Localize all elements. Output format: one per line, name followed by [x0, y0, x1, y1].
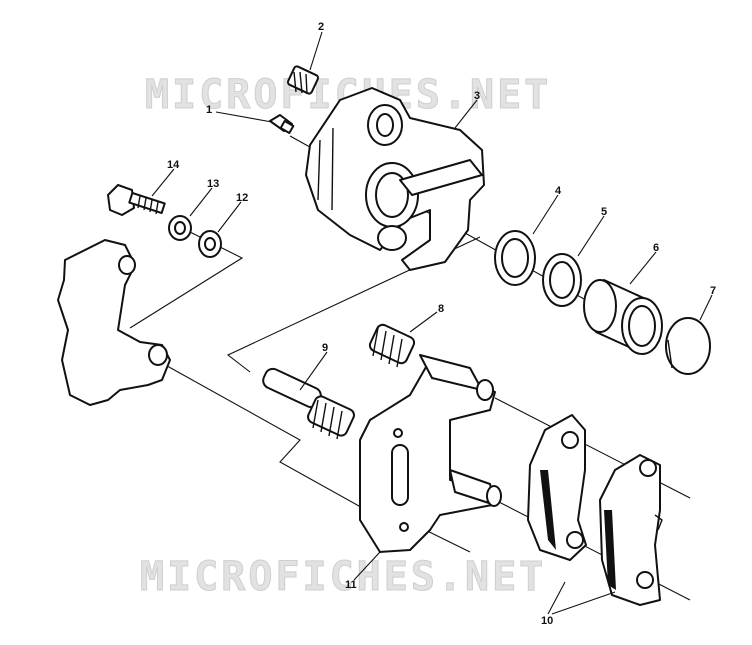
part-14-bolt	[107, 184, 166, 216]
part-11-caliper-bracket	[359, 354, 502, 553]
part-6-piston	[583, 279, 663, 355]
part-10-brake-pads	[527, 414, 663, 606]
part-4-piston-seal	[494, 230, 536, 286]
part-3-caliper-body	[305, 87, 485, 271]
callout-14: 14	[167, 159, 180, 171]
callout-9: 9	[322, 342, 328, 354]
callout-1: 1	[206, 104, 212, 116]
part-1-bleeder-screw	[269, 114, 295, 134]
callout-7: 7	[710, 285, 716, 297]
callout-12: 12	[236, 192, 248, 204]
leader-lines	[151, 31, 713, 615]
callout-2: 2	[318, 21, 324, 33]
callout-13: 13	[207, 178, 219, 190]
part-12-washer	[198, 230, 222, 258]
part-8-pin-boot	[368, 323, 416, 368]
part-9-slide-pin	[262, 367, 355, 440]
watermark-bottom: MICROFICHES.NET	[140, 554, 546, 600]
part-2-bleeder-cap	[286, 65, 320, 95]
callout-5: 5	[601, 206, 607, 218]
callout-6: 6	[653, 242, 659, 254]
callout-4: 4	[555, 185, 562, 197]
part-5-dust-seal	[542, 253, 582, 307]
part-13-lock-washer	[168, 215, 192, 241]
watermark-top: MICROFICHES.NET	[145, 72, 551, 118]
callout-8: 8	[438, 303, 444, 315]
part-7-piston-cap	[665, 317, 711, 375]
callout-11: 11	[345, 579, 357, 591]
callout-3: 3	[474, 90, 480, 102]
mounting-knuckle	[57, 239, 171, 406]
callout-10: 10	[541, 615, 553, 627]
callout-labels: 1 2 3 4 5 6 7 8 9 10 11 12 13 14	[167, 21, 716, 627]
